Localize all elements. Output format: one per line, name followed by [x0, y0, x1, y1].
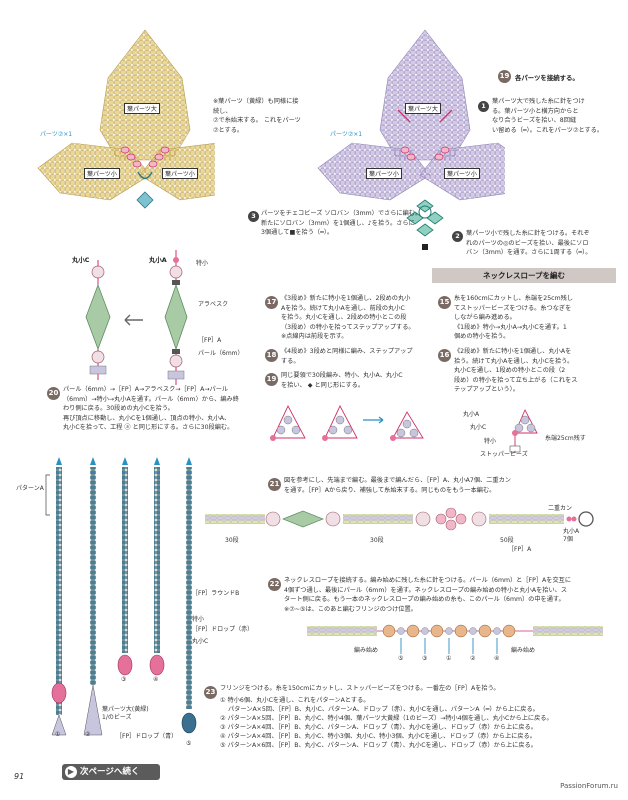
pendant-pearl-label: パール（6mm）	[198, 350, 244, 357]
pos-3: ①	[446, 655, 452, 662]
step23-line-6: ⑤ パターンA×6回、［FP］B、丸小C、パターンA、ドロップ（青）、丸小Cを通…	[220, 742, 537, 749]
leaf-big-label-2: 葉パーツ大	[405, 103, 441, 114]
pos-2: ③	[422, 655, 428, 662]
leaf-small-left-label: 葉パーツ小	[84, 168, 120, 179]
step16-number: 16	[438, 349, 451, 362]
step16-text: 《2段め》新たに特小を1個通し、丸小Aを 拾う。続けて丸小Aを通し、丸小Cを拾う…	[454, 348, 578, 394]
pos-5: ④	[494, 655, 500, 662]
strand-3-num: ③	[121, 676, 127, 683]
step2-text: 葉パーツ小で残した糸に針をつける。それぞ れのパーツの◎のビーズを拾い、最後にソ…	[466, 230, 592, 257]
pos-4: ②	[470, 655, 476, 662]
step19-sub1-number: 1	[478, 101, 489, 112]
step23-line-3: ② パターンA×5回、［FP］B、丸小C、特小4個、葉パーツ大黄緑（1のビーズ）…	[220, 715, 553, 722]
part-label: パーツ⑦×1	[40, 131, 73, 138]
step21-number: 21	[268, 478, 281, 491]
rope-join-diagram	[307, 624, 603, 654]
start-label-left: 編み始め	[354, 647, 379, 654]
step15-text: 糸を160cmにカットし、糸端を25cm残し てストッパービーズをつける。糸つな…	[454, 295, 573, 341]
arrow-right-icon: ▶	[65, 766, 77, 778]
leaf-big-label: 葉パーツ大	[124, 103, 160, 114]
label-fpa: ［FP］A	[508, 546, 532, 553]
pendant-toku-label: 特小	[196, 260, 209, 267]
step3-text: パーツをチェコビーズ ソロバン（3mm）でさらに編む。 新たにソロバン（3mm）…	[261, 210, 422, 237]
label-30-b: 30段	[370, 537, 384, 544]
rope-label-a: 丸小A	[463, 411, 480, 418]
pendant-arabesque-label: アラベスク	[198, 301, 229, 308]
strand-5-num: ⑤	[186, 740, 192, 747]
label-a7: 丸小A 7個	[563, 528, 580, 543]
step20-text: パール（6mm）→［FP］A→アラベスク→［FP］A→パール （6mm）→特小→…	[63, 386, 239, 432]
step23-number: 23	[204, 686, 217, 699]
strand-4-num: ④	[153, 676, 159, 683]
strand-1-num: ①	[55, 731, 61, 738]
toku-label: 特小	[192, 616, 205, 623]
next-page-button[interactable]: ▶ 次ページへ続く	[62, 764, 160, 780]
rope-label-toku: 特小	[484, 438, 497, 445]
stepup-diagrams	[270, 404, 424, 441]
step2-number: 2	[452, 231, 463, 242]
leaf-small-right-label-2: 葉パーツ小	[444, 168, 480, 179]
maru-c-label: 丸小C	[192, 638, 209, 645]
step23-line-2: パターンA×5回、［FP］B、丸小C、パターンA、ドロップ（赤）、丸小Cを通し、…	[228, 706, 539, 713]
fp-drop-red-label: ［FP］ドロップ（赤）	[192, 626, 254, 633]
rope-start-diagram	[509, 408, 538, 453]
pendant-diagram	[85, 250, 188, 385]
step18-text: 《4段め》3段めと同様に編み、ステップアップ する。	[281, 348, 413, 365]
rope-label-end: 糸端25cm残す	[545, 435, 586, 442]
step23-line-1: ① 特小6個、丸小Cを通し、これをパターンAとする。	[220, 697, 370, 704]
strand-2-num: ②	[85, 731, 91, 738]
step22-number: 22	[268, 578, 281, 591]
fringe-strands-diagram	[45, 457, 197, 736]
part-label-2: パーツ⑦×1	[330, 131, 363, 138]
step17-text: 《3段め》新たに特小を1個通し、2段めの丸小 Aを拾う。続けて丸小Aを通し、前段…	[281, 295, 415, 341]
leaf-small-left-label-2: 葉パーツ小	[366, 168, 402, 179]
step19-number: 19	[265, 373, 278, 386]
fp-drop-blue-label: ［FP］ドロップ（青）	[116, 733, 178, 740]
step21-text: 図を参考にし、先端まで編む。最後まで編んだら、［FP］A、丸小A7個、二重カン …	[284, 477, 511, 494]
step17-number: 17	[265, 296, 278, 309]
step18-number: 18	[265, 349, 278, 362]
label-50: 50段	[500, 537, 514, 544]
label-30-a: 30段	[225, 537, 239, 544]
page-number: 91	[14, 772, 25, 781]
step23-line-4: ③ パターンA×4回、［FP］B、丸小C、パターンA、ドロップ（青）、丸小Cを通…	[220, 724, 537, 731]
watermark: PassionForum.ru	[560, 782, 618, 790]
pendant-a-label: 丸小A	[149, 256, 167, 264]
pendant-fpa-label: ［FP］A	[198, 337, 222, 344]
rope-label-stopper: ストッパービーズ	[480, 451, 528, 458]
fp-round-b-label: ［FP］ラウンドB	[192, 590, 240, 597]
step20-number: 20	[47, 387, 60, 400]
label-ring: 二重カン	[548, 505, 573, 512]
next-page-label: 次ページへ続く	[80, 767, 140, 777]
start-label-right: 編み始め	[511, 647, 536, 654]
rope-label-c: 丸小C	[470, 424, 487, 431]
step15-number: 15	[438, 296, 451, 309]
lilac-flower-diagram	[317, 29, 505, 250]
pattern-a-label: パターンA	[16, 485, 44, 492]
step19-text: 同じ要領で30段編み、特小、丸小A、丸小C を拾い、 ◆ と同じ形にする。	[281, 372, 403, 389]
pendant-c-label: 丸小C	[72, 256, 90, 264]
step19-top-title: 各パーツを接続する。	[515, 74, 579, 82]
leaf-seed-label: 葉パーツ大(黄緑) 1/のビーズ	[102, 706, 149, 722]
rope-connection-diagram	[205, 507, 594, 531]
top-left-note: ※葉パーツ（黄緑）も同様に接続し、 ⑦で糸始末する。 これをパーツ ⑦とする。	[213, 98, 301, 134]
gold-flower-diagram	[37, 29, 215, 209]
step23-line-5: ④ パターンA×4回、［FP］B、丸小C、特小3個、丸小C、特小3個、丸小Cを通…	[220, 733, 536, 740]
pos-1: ⑤	[398, 655, 404, 662]
step3-number: 3	[248, 211, 259, 222]
step22-text: ネックレスロープを接続する。編み始めに残した糸に針をつける。パール（6mm）と［…	[284, 577, 572, 613]
necklace-header: ネックレスロープを編む	[432, 268, 616, 283]
step19-sub1-text: 葉パーツ大で残した糸に針をつけ る。葉パーツ小と横方向からと なり合うビーズを拾…	[492, 98, 604, 134]
leaf-small-right-label: 葉パーツ小	[162, 168, 198, 179]
step23-text: フリンジをつける。糸を150cmにカットし、ストッパービーズをつける。一番左の［…	[220, 685, 500, 692]
step19-top-number: 19	[498, 70, 511, 83]
